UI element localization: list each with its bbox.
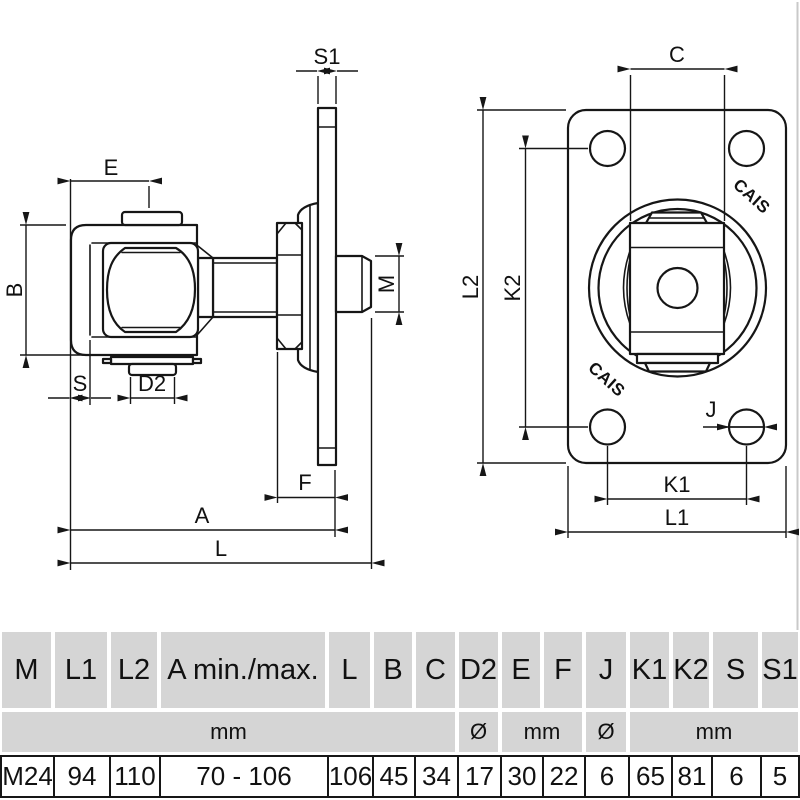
bolt-end <box>334 254 373 314</box>
side-view-drawing: S1 E B S D2 <box>2 44 404 570</box>
value-cell-f: 22 <box>542 755 584 798</box>
mounting-hole-top-left <box>588 129 627 168</box>
unit-cell-4: mm <box>628 712 800 752</box>
column-header-d2: D2 <box>457 632 500 708</box>
dimension-L: L <box>57 318 385 569</box>
dim-label-a: A <box>195 503 210 528</box>
column-header-l: L <box>327 632 372 708</box>
ball-joint <box>105 246 197 334</box>
dimension-C: C <box>617 42 738 221</box>
value-cell-m: M24 <box>0 755 53 798</box>
dimension-A: A <box>57 503 348 534</box>
column-header-e: E <box>500 632 542 708</box>
dimension-S1: S1 <box>296 44 358 104</box>
dim-label-c: C <box>669 42 685 67</box>
value-cell-s: 6 <box>711 755 760 798</box>
dim-label-d2: D2 <box>138 371 166 396</box>
dimension-B: B <box>2 212 97 368</box>
nut-chamfer-2 <box>276 337 287 350</box>
value-cell-e: 30 <box>500 755 542 798</box>
nut-chamfer-3 <box>294 222 303 231</box>
unit-cell-3: Ø <box>584 712 628 752</box>
bottom-washer-front <box>635 352 720 365</box>
nut-chamfer-1 <box>276 222 287 235</box>
ball-bulge-left-inner <box>626 258 631 317</box>
column-header-s: S <box>711 632 760 708</box>
ball-bulge-left-outer <box>622 250 631 325</box>
column-header-j: J <box>584 632 628 708</box>
neck-chamfer-bottom <box>197 316 214 335</box>
dim-label-f: F <box>298 470 311 495</box>
value-cell-d2: 17 <box>457 755 500 798</box>
unit-cell-2: mm <box>500 712 584 752</box>
dimension-M: M <box>374 243 404 325</box>
dim-label-b: B <box>2 283 27 298</box>
column-header-b: B <box>372 632 414 708</box>
pin-cap-top <box>120 210 184 227</box>
value-cell-a-min-max: 70 - 106 <box>159 755 327 798</box>
column-header-a-min-max: A min./max. <box>159 632 327 708</box>
dimension-S: S <box>48 340 111 405</box>
dim-label-e: E <box>104 155 119 180</box>
dim-label-j: J <box>706 397 717 422</box>
column-header-m: M <box>0 632 53 708</box>
column-header-s1: S1 <box>760 632 800 708</box>
hinge-technical-drawing: S1 E B S D2 <box>2 2 799 630</box>
dimension-F: F <box>264 352 348 537</box>
plate-side <box>316 106 338 467</box>
front-view-drawing: CAIS CAIS C L2 K2 J <box>458 42 799 538</box>
dimension-D2: D2 <box>117 371 188 404</box>
dim-label-l: L <box>215 536 227 561</box>
unit-cell-0: mm <box>0 712 457 752</box>
value-cell-k1: 65 <box>628 755 671 798</box>
value-cell-l2: 110 <box>109 755 159 798</box>
value-cell-l1: 94 <box>53 755 109 798</box>
washer-tab-right <box>191 357 203 365</box>
value-cell-j: 6 <box>584 755 628 798</box>
mounting-hole-bottom-left <box>588 408 627 446</box>
dimension-J: J <box>703 397 777 431</box>
unit-cell-1: Ø <box>457 712 500 752</box>
column-header-k1: K1 <box>628 632 671 708</box>
dimension-K2: K2 <box>500 135 588 440</box>
mounting-hole-top-right <box>727 129 766 168</box>
ball-bulge-right-outer <box>723 250 732 325</box>
dim-label-l2: L2 <box>458 275 483 299</box>
washer-tab-left <box>101 357 113 365</box>
dimension-L2: L2 <box>458 97 566 476</box>
ball-bulge-right-inner <box>723 258 728 317</box>
value-cell-b: 45 <box>372 755 414 798</box>
value-cell-c: 34 <box>414 755 457 798</box>
nut-chamfer-4 <box>294 341 303 350</box>
neck-chamfer-top <box>197 245 214 259</box>
value-cell-s1: 5 <box>760 755 800 798</box>
value-cell-l: 106 <box>327 755 372 798</box>
dimension-K1: K1 <box>594 446 760 505</box>
column-header-f: F <box>542 632 584 708</box>
column-header-l1: L1 <box>53 632 109 708</box>
threaded-rod <box>211 256 279 319</box>
column-header-l2: L2 <box>109 632 159 708</box>
column-header-c: C <box>414 632 457 708</box>
dim-label-k2: K2 <box>500 275 525 302</box>
center-hole <box>656 266 699 310</box>
dim-label-k1: K1 <box>664 472 691 497</box>
bottom-nut-front <box>643 361 712 373</box>
dim-label-m: M <box>374 275 399 293</box>
pin-nut-bottom <box>127 362 178 377</box>
rod-neck <box>196 256 215 319</box>
dim-label-s: S <box>73 371 88 396</box>
adjusting-nut <box>275 221 304 351</box>
column-header-k2: K2 <box>671 632 711 708</box>
dim-label-l1: L1 <box>665 505 689 530</box>
dim-label-s1: S1 <box>314 44 341 69</box>
dimension-E: E <box>57 155 162 208</box>
value-cell-k2: 81 <box>671 755 711 798</box>
dimension-L1: L1 <box>555 466 799 538</box>
